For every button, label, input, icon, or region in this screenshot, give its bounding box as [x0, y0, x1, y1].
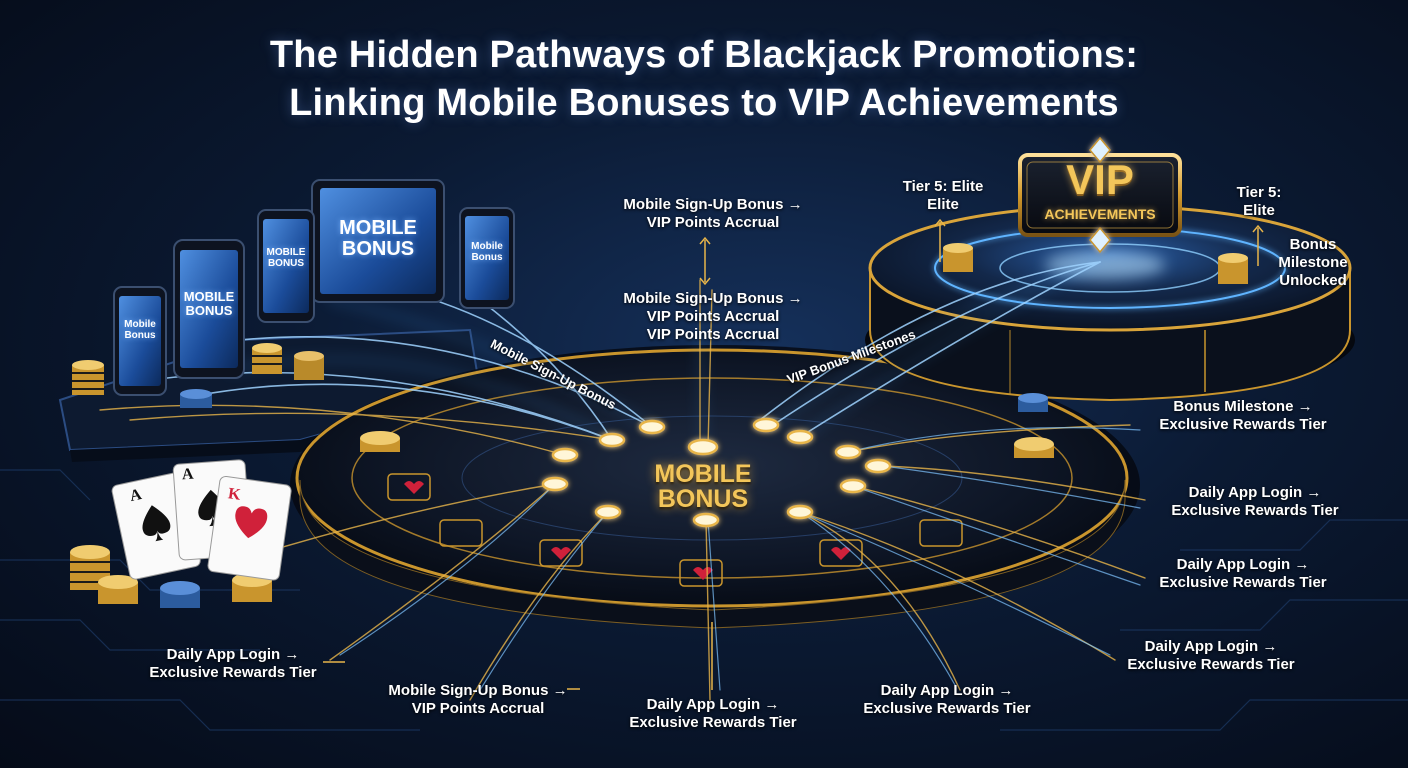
pathway-nodes: [541, 417, 892, 528]
page-title-line-2: Linking Mobile Bonuses to VIP Achievemen…: [289, 82, 1119, 124]
label-bonus-milestone-unlocked: Bonus Milestone Unlocked: [1278, 236, 1348, 289]
table-center-label: MOBILE BONUS: [654, 460, 752, 513]
label-bottom-1: Mobile Sign-Up Bonus → VIP Points Accrua…: [388, 682, 568, 717]
blackjack-table: [290, 345, 1140, 629]
label-left-bottom: Daily App Login → Exclusive Rewards Tier: [149, 646, 317, 681]
label-bottom-2: Daily App Login → Exclusive Rewards Tier: [629, 696, 797, 731]
phone-mid-screen-label: MOBILE BONUS: [266, 247, 306, 269]
label-tier-left: Tier 5: Elite Elite: [902, 178, 984, 213]
page-title-line-1: The Hidden Pathways of Blackjack Promoti…: [269, 34, 1139, 76]
label-right-3: Daily App Login → Exclusive Rewards Tier: [1159, 556, 1327, 591]
label-bottom-3: Daily App Login → Exclusive Rewards Tier: [863, 682, 1031, 717]
label-top-center-1: Mobile Sign-Up Bonus → VIP Points Accrua…: [623, 196, 803, 231]
playing-cards: [111, 459, 292, 581]
label-right-4: Daily App Login → Exclusive Rewards Tier: [1127, 638, 1295, 673]
tablet-screen-label: MOBILE BONUS: [339, 217, 417, 260]
label-right-1: Bonus Milestone → Exclusive Rewards Tier: [1159, 398, 1327, 433]
phone-right-screen-label: Mobile Bonus: [471, 241, 503, 263]
light-pathways: [99, 259, 1146, 701]
vip-sign-line-1: VIP: [1066, 156, 1134, 203]
card-3-rank: K: [226, 485, 242, 504]
label-tier-right: Tier 5: Elite: [1236, 184, 1282, 219]
label-right-2: Daily App Login → Exclusive Rewards Tier: [1171, 484, 1339, 519]
circuit-background: [0, 469, 1408, 731]
card-2-rank: A: [181, 465, 195, 484]
vip-sign-line-2: ACHIEVEMENTS: [1044, 206, 1156, 222]
chip-stacks: [70, 243, 1248, 608]
label-connectors: [323, 218, 1264, 690]
label-top-center-2: Mobile Sign-Up Bonus → VIP Points Accrua…: [623, 290, 803, 343]
phone-large-screen-label: MOBILE BONUS: [183, 289, 235, 318]
phone-small-screen-label: Mobile Bonus: [124, 319, 156, 341]
vip-sign: [1018, 136, 1182, 254]
mobile-devices: [113, 179, 515, 396]
